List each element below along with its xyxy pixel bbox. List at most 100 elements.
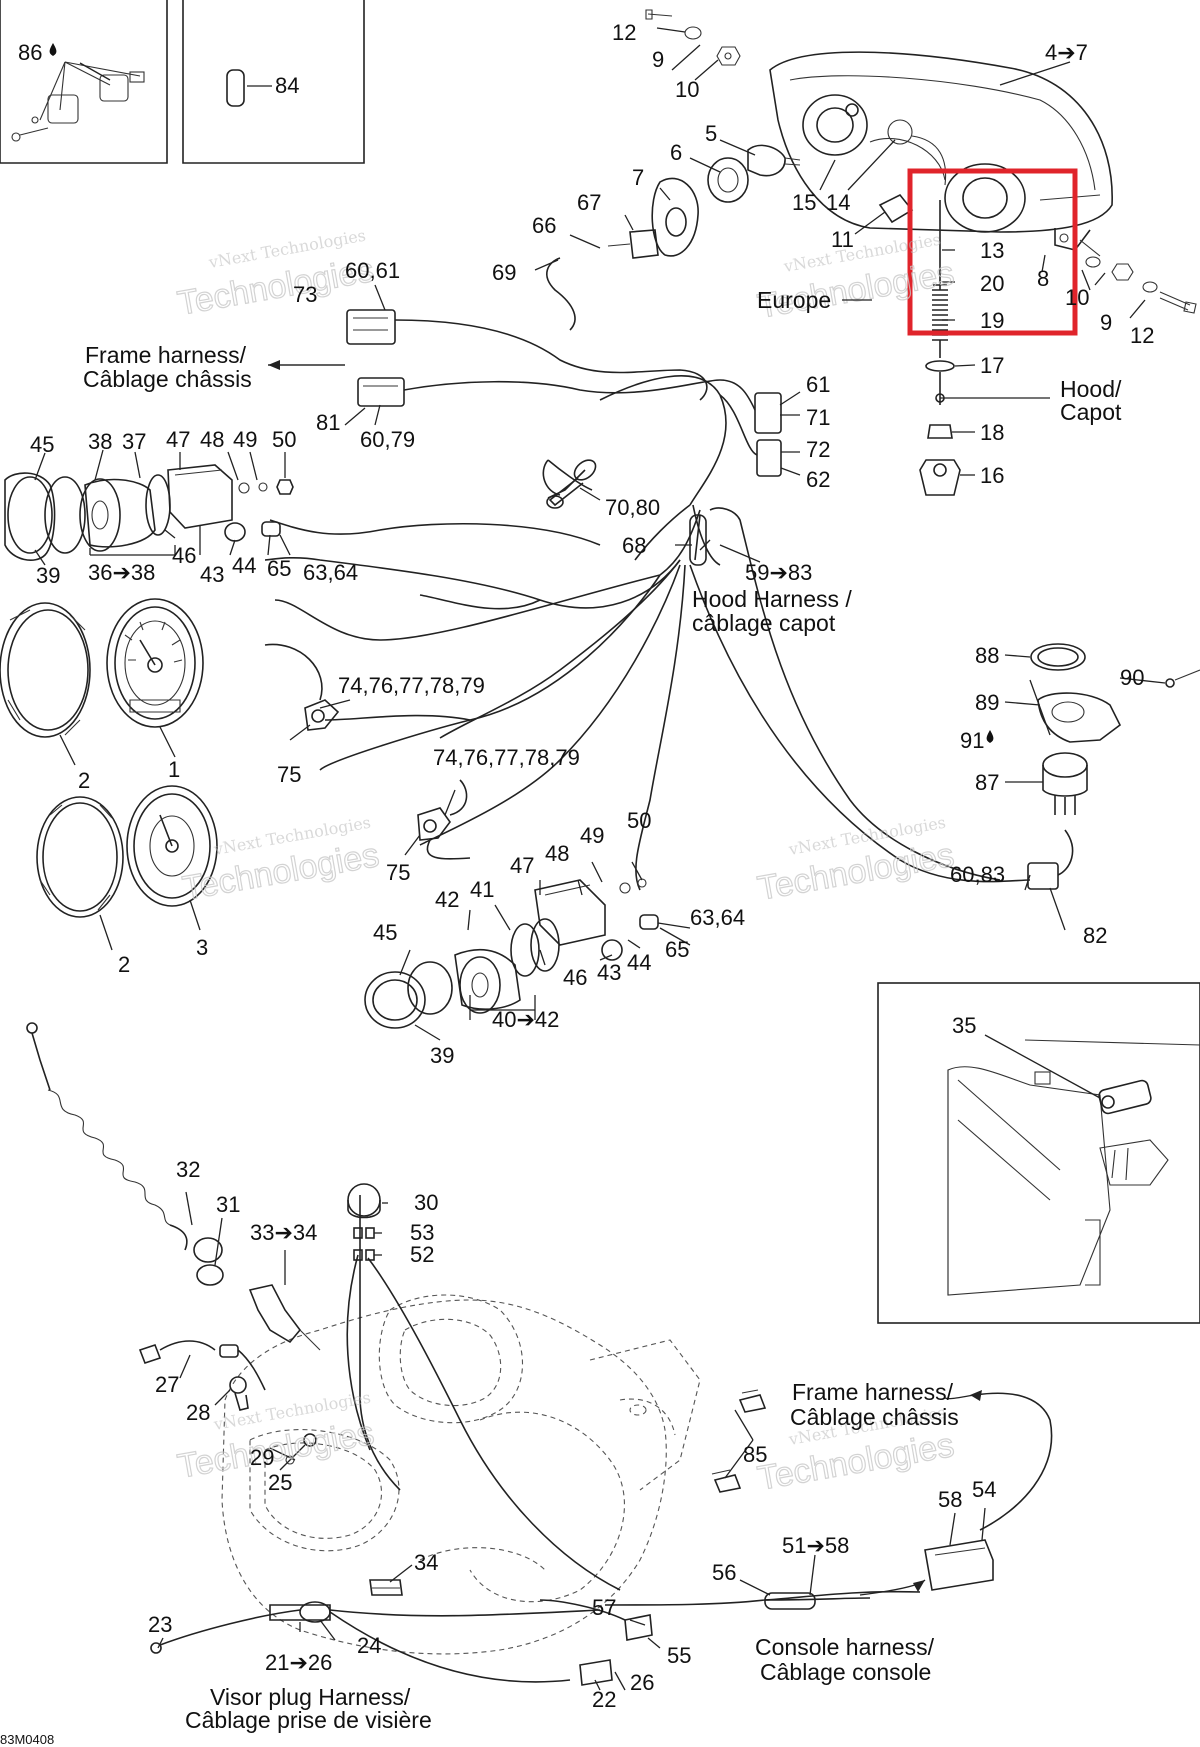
hood-harness-line2: câblage capot <box>692 610 836 636</box>
callout-72: 72 <box>806 437 830 462</box>
drop-icon-91 <box>986 730 994 743</box>
callout-27: 27 <box>155 1372 179 1397</box>
tether-cord <box>26 1022 321 1351</box>
callout-16: 16 <box>980 463 1004 488</box>
hood-line2: Capot <box>1060 399 1122 425</box>
callout-63-64-bottom: 63,64 <box>690 905 745 930</box>
callout-24: 24 <box>357 1633 381 1658</box>
callout-5: 5 <box>705 121 717 146</box>
callout-15: 15 <box>792 190 816 215</box>
callout-57: 57 <box>592 1595 616 1620</box>
callout-49-top: 49 <box>233 427 257 452</box>
hardware-top-left <box>645 9 741 66</box>
callout-39-bottom: 39 <box>430 1043 454 1068</box>
callout-68: 68 <box>622 533 646 558</box>
callout-58: 58 <box>938 1487 962 1512</box>
callout-43-bottom: 43 <box>597 960 621 985</box>
callout-33-34: 33➔34 <box>250 1220 317 1245</box>
callout-25: 25 <box>268 1470 292 1495</box>
callout-6: 6 <box>670 140 682 165</box>
callout-73: 73 <box>293 282 317 307</box>
callout-28: 28 <box>186 1400 210 1425</box>
callout-42: 42 <box>435 887 459 912</box>
callout-75-top: 75 <box>277 762 301 787</box>
callout-45-top: 45 <box>30 432 54 457</box>
callout-14: 14 <box>826 190 850 215</box>
callout-87: 87 <box>975 770 999 795</box>
callout-49-bottom: 49 <box>580 823 604 848</box>
callout-59-83: 59➔83 <box>745 560 812 585</box>
callout-labels: 12 9 10 4➔7 5 6 7 15 14 67 66 69 11 13 2… <box>30 20 1154 1712</box>
callout-86: 86 <box>18 40 42 65</box>
callout-9-top: 9 <box>652 47 664 72</box>
connectors-85 <box>369 1389 767 1596</box>
callout-60-83: 60,83 <box>950 862 1005 887</box>
callout-32: 32 <box>176 1157 200 1182</box>
callout-36-38: 36➔38 <box>88 560 155 585</box>
callout-13: 13 <box>980 238 1004 263</box>
callout-75-bottom: 75 <box>386 860 410 885</box>
visor-line1: Visor plug Harness/ <box>210 1684 411 1710</box>
callout-45-bottom: 45 <box>373 920 397 945</box>
callout-39-top: 39 <box>36 563 60 588</box>
callout-90: 90 <box>1120 665 1144 690</box>
callout-91: 91 <box>960 728 984 753</box>
connector-75 <box>264 643 471 860</box>
callout-81: 81 <box>316 410 340 435</box>
callout-65-bottom: 65 <box>665 937 689 962</box>
callout-19: 19 <box>980 308 1004 333</box>
drop-icon <box>49 43 57 56</box>
callout-60-79: 60,79 <box>360 427 415 452</box>
callout-22: 22 <box>592 1687 616 1712</box>
callout-89: 89 <box>975 690 999 715</box>
callout-61: 61 <box>806 372 830 397</box>
hood-harness <box>264 257 1031 891</box>
key-switch <box>138 1340 317 1465</box>
lower-harness <box>150 1183 1053 1686</box>
frame-harness-bottom-line1: Frame harness/ <box>792 1379 954 1405</box>
callout-35: 35 <box>952 1013 976 1038</box>
callout-50-bottom: 50 <box>627 808 651 833</box>
callout-12-top: 12 <box>612 20 636 45</box>
callout-10-top: 10 <box>675 77 699 102</box>
console-harness-line1: Console harness/ <box>755 1634 935 1660</box>
diagram-code: 83M0408 <box>0 1732 54 1747</box>
callout-17: 17 <box>980 353 1004 378</box>
callout-46-top: 46 <box>172 543 196 568</box>
callout-26: 26 <box>630 1670 654 1695</box>
callout-47-bottom: 47 <box>510 853 534 878</box>
horn-assembly <box>1027 643 1200 890</box>
inset-part-86: 86 <box>0 0 168 164</box>
callout-51-58: 51➔58 <box>782 1533 849 1558</box>
callout-53: 53 <box>410 1220 434 1245</box>
callout-31: 31 <box>216 1192 240 1217</box>
large-gauge-2 <box>36 785 218 918</box>
callout-56: 56 <box>712 1560 736 1585</box>
callout-74-79-top: 74,76,77,78,79 <box>338 673 485 698</box>
callout-54: 54 <box>972 1477 996 1502</box>
callout-67: 67 <box>577 190 601 215</box>
callout-10-right: 10 <box>1065 285 1089 310</box>
callout-70-80: 70,80 <box>605 495 660 520</box>
frame-harness-top-line2: Câblage châssis <box>83 366 252 392</box>
captions: Europe Frame harness/ Câblage châssis Ho… <box>83 287 1122 1733</box>
console-harness-line2: Câblage console <box>760 1659 931 1685</box>
callout-66: 66 <box>532 213 556 238</box>
callout-40-42: 40➔42 <box>492 1007 559 1032</box>
leader-lines <box>34 27 1166 1691</box>
callout-3: 3 <box>196 935 208 960</box>
callout-71: 71 <box>806 405 830 430</box>
callout-46-bottom: 46 <box>563 965 587 990</box>
highlight-box <box>907 168 1078 336</box>
callout-21-26: 21➔26 <box>265 1650 332 1675</box>
callout-38: 38 <box>88 429 112 454</box>
callout-12-right: 12 <box>1130 323 1154 348</box>
hardware-right <box>1079 239 1197 314</box>
callout-34: 34 <box>414 1550 438 1575</box>
hood-line1: Hood/ <box>1060 376 1122 402</box>
callout-88: 88 <box>975 643 999 668</box>
callout-44-top: 44 <box>232 553 256 578</box>
callout-8: 8 <box>1037 266 1049 291</box>
frame-harness-bottom-line2: Câblage châssis <box>790 1404 959 1430</box>
small-gauge-bottom <box>364 878 659 1029</box>
